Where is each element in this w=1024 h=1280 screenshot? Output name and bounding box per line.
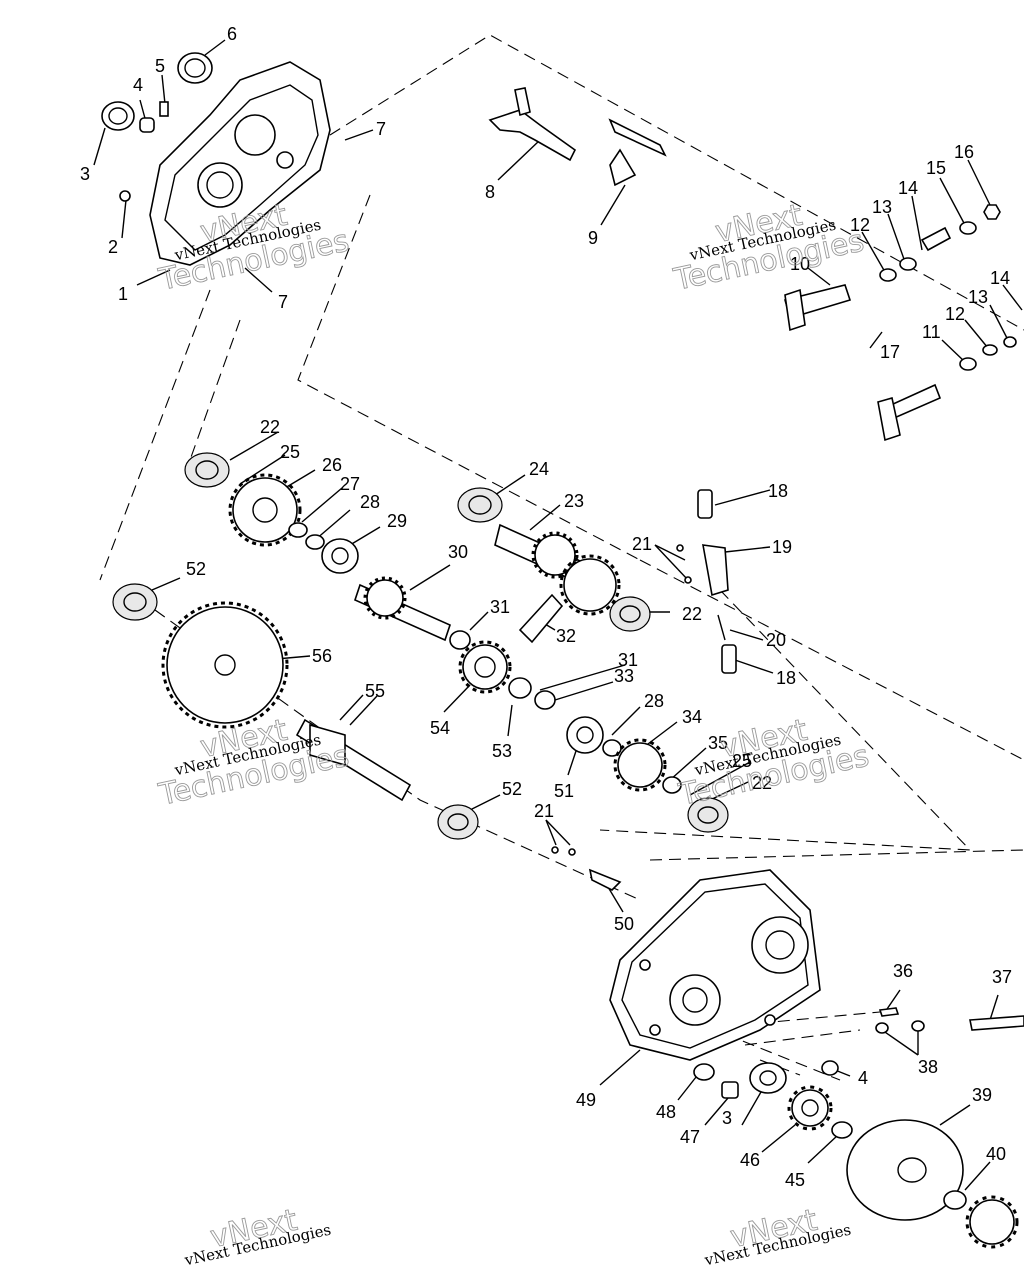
callout-label: 26: [322, 455, 342, 475]
callout-label: 52: [186, 559, 206, 579]
callout-label: 34: [682, 707, 702, 727]
callout-label: 14: [898, 178, 918, 198]
callout-label: 11: [922, 322, 941, 342]
callout-label: 27: [340, 474, 360, 494]
callout-label: 17: [880, 342, 900, 362]
callout-label: 13: [872, 197, 892, 217]
callout-label: 29: [387, 511, 407, 531]
callout-label: 48: [656, 1102, 676, 1122]
callout-label: 9: [588, 228, 598, 248]
callout-label: 12: [945, 304, 965, 324]
callout-label: 4: [858, 1068, 868, 1088]
callout-label: 4: [133, 75, 143, 95]
callout-label: 7: [278, 292, 288, 312]
callout-label: 6: [227, 24, 237, 44]
callout-label: 49: [576, 1090, 596, 1110]
callout-label: 28: [360, 492, 380, 512]
watermark-middle-left: vNext vNext Technologies Technologies: [155, 712, 353, 813]
callout-label: 56: [312, 646, 332, 666]
callout-label: 47: [680, 1127, 700, 1147]
callout-label: 2: [108, 237, 118, 257]
part-shift-forks: [488, 87, 667, 187]
callout-label: 22: [682, 604, 702, 624]
callout-label: 8: [485, 182, 495, 202]
watermark-bottom-left: vNext vNext Technologies: [182, 1202, 332, 1269]
callout-label: 54: [430, 718, 450, 738]
callout-label: 30: [448, 542, 468, 562]
callout-label: 13: [968, 287, 988, 307]
callout-label: 18: [776, 668, 796, 688]
callout-label: 5: [155, 56, 165, 76]
part-shift-shafts: [784, 204, 1017, 442]
callout-label: 36: [893, 961, 913, 981]
callout-label: 16: [954, 142, 974, 162]
callout-label: 38: [918, 1057, 938, 1077]
callout-label: 35: [708, 733, 728, 753]
callout-label: 52: [502, 779, 522, 799]
callout-label: 24: [529, 459, 549, 479]
callout-label: 12: [850, 215, 870, 235]
part-bearings-gears-upper: [184, 452, 503, 574]
part-main-case: [609, 869, 821, 1061]
callout-label: 21: [632, 534, 652, 554]
callout-label: 22: [260, 417, 280, 437]
watermark-upper-right: vNext vNext Technologies Technologies: [670, 197, 868, 298]
assembly-dashed-lines: [99, 34, 1024, 1081]
callout-label: 33: [614, 666, 634, 686]
callout-label: 22: [752, 773, 772, 793]
callout-label: 25: [280, 442, 300, 462]
callout-label: 51: [554, 781, 574, 801]
callout-label: 37: [992, 967, 1012, 987]
part-shaft-upper: [494, 523, 651, 632]
callout-label: 1: [118, 284, 128, 304]
callout-label: 32: [556, 626, 576, 646]
callout-label: 19: [772, 537, 792, 557]
callout-label: 28: [644, 691, 664, 711]
callout-label: 45: [785, 1170, 805, 1190]
callout-label: 14: [990, 268, 1010, 288]
part-large-gear-and-output-shaft: [112, 583, 479, 840]
part-seals-upper-left: [101, 52, 213, 202]
callout-label: 39: [972, 1085, 992, 1105]
callout-label: 23: [564, 491, 584, 511]
callout-label: 18: [768, 481, 788, 501]
callout-label: 25: [732, 751, 752, 771]
callout-label: 31: [618, 650, 638, 670]
callout-label: 46: [740, 1150, 760, 1170]
part-detent-parts: [551, 489, 737, 891]
callout-label: 55: [365, 681, 385, 701]
watermark-bottom-right: vNext vNext Technologies: [702, 1202, 852, 1269]
callout-label: 3: [722, 1108, 732, 1128]
callout-label: 53: [492, 741, 512, 761]
callout-label: 15: [926, 158, 946, 178]
callout-label: 7: [376, 119, 386, 139]
callout-label: 21: [534, 801, 554, 821]
callout-label: 50: [614, 914, 634, 934]
callout-label: 31: [490, 597, 510, 617]
callout-label: 20: [766, 630, 786, 650]
part-shaft-center: [354, 576, 729, 833]
callout-labels: 1 2 3 4 5 6 7 7 8 9 10 11 12 12 13 13 14…: [80, 24, 1012, 1190]
callout-label: 3: [80, 164, 90, 184]
callout-label: 40: [986, 1144, 1006, 1164]
callout-label: 10: [790, 254, 810, 274]
part-cover-housing: [149, 61, 331, 266]
part-lower-right-components: [693, 1007, 1024, 1249]
